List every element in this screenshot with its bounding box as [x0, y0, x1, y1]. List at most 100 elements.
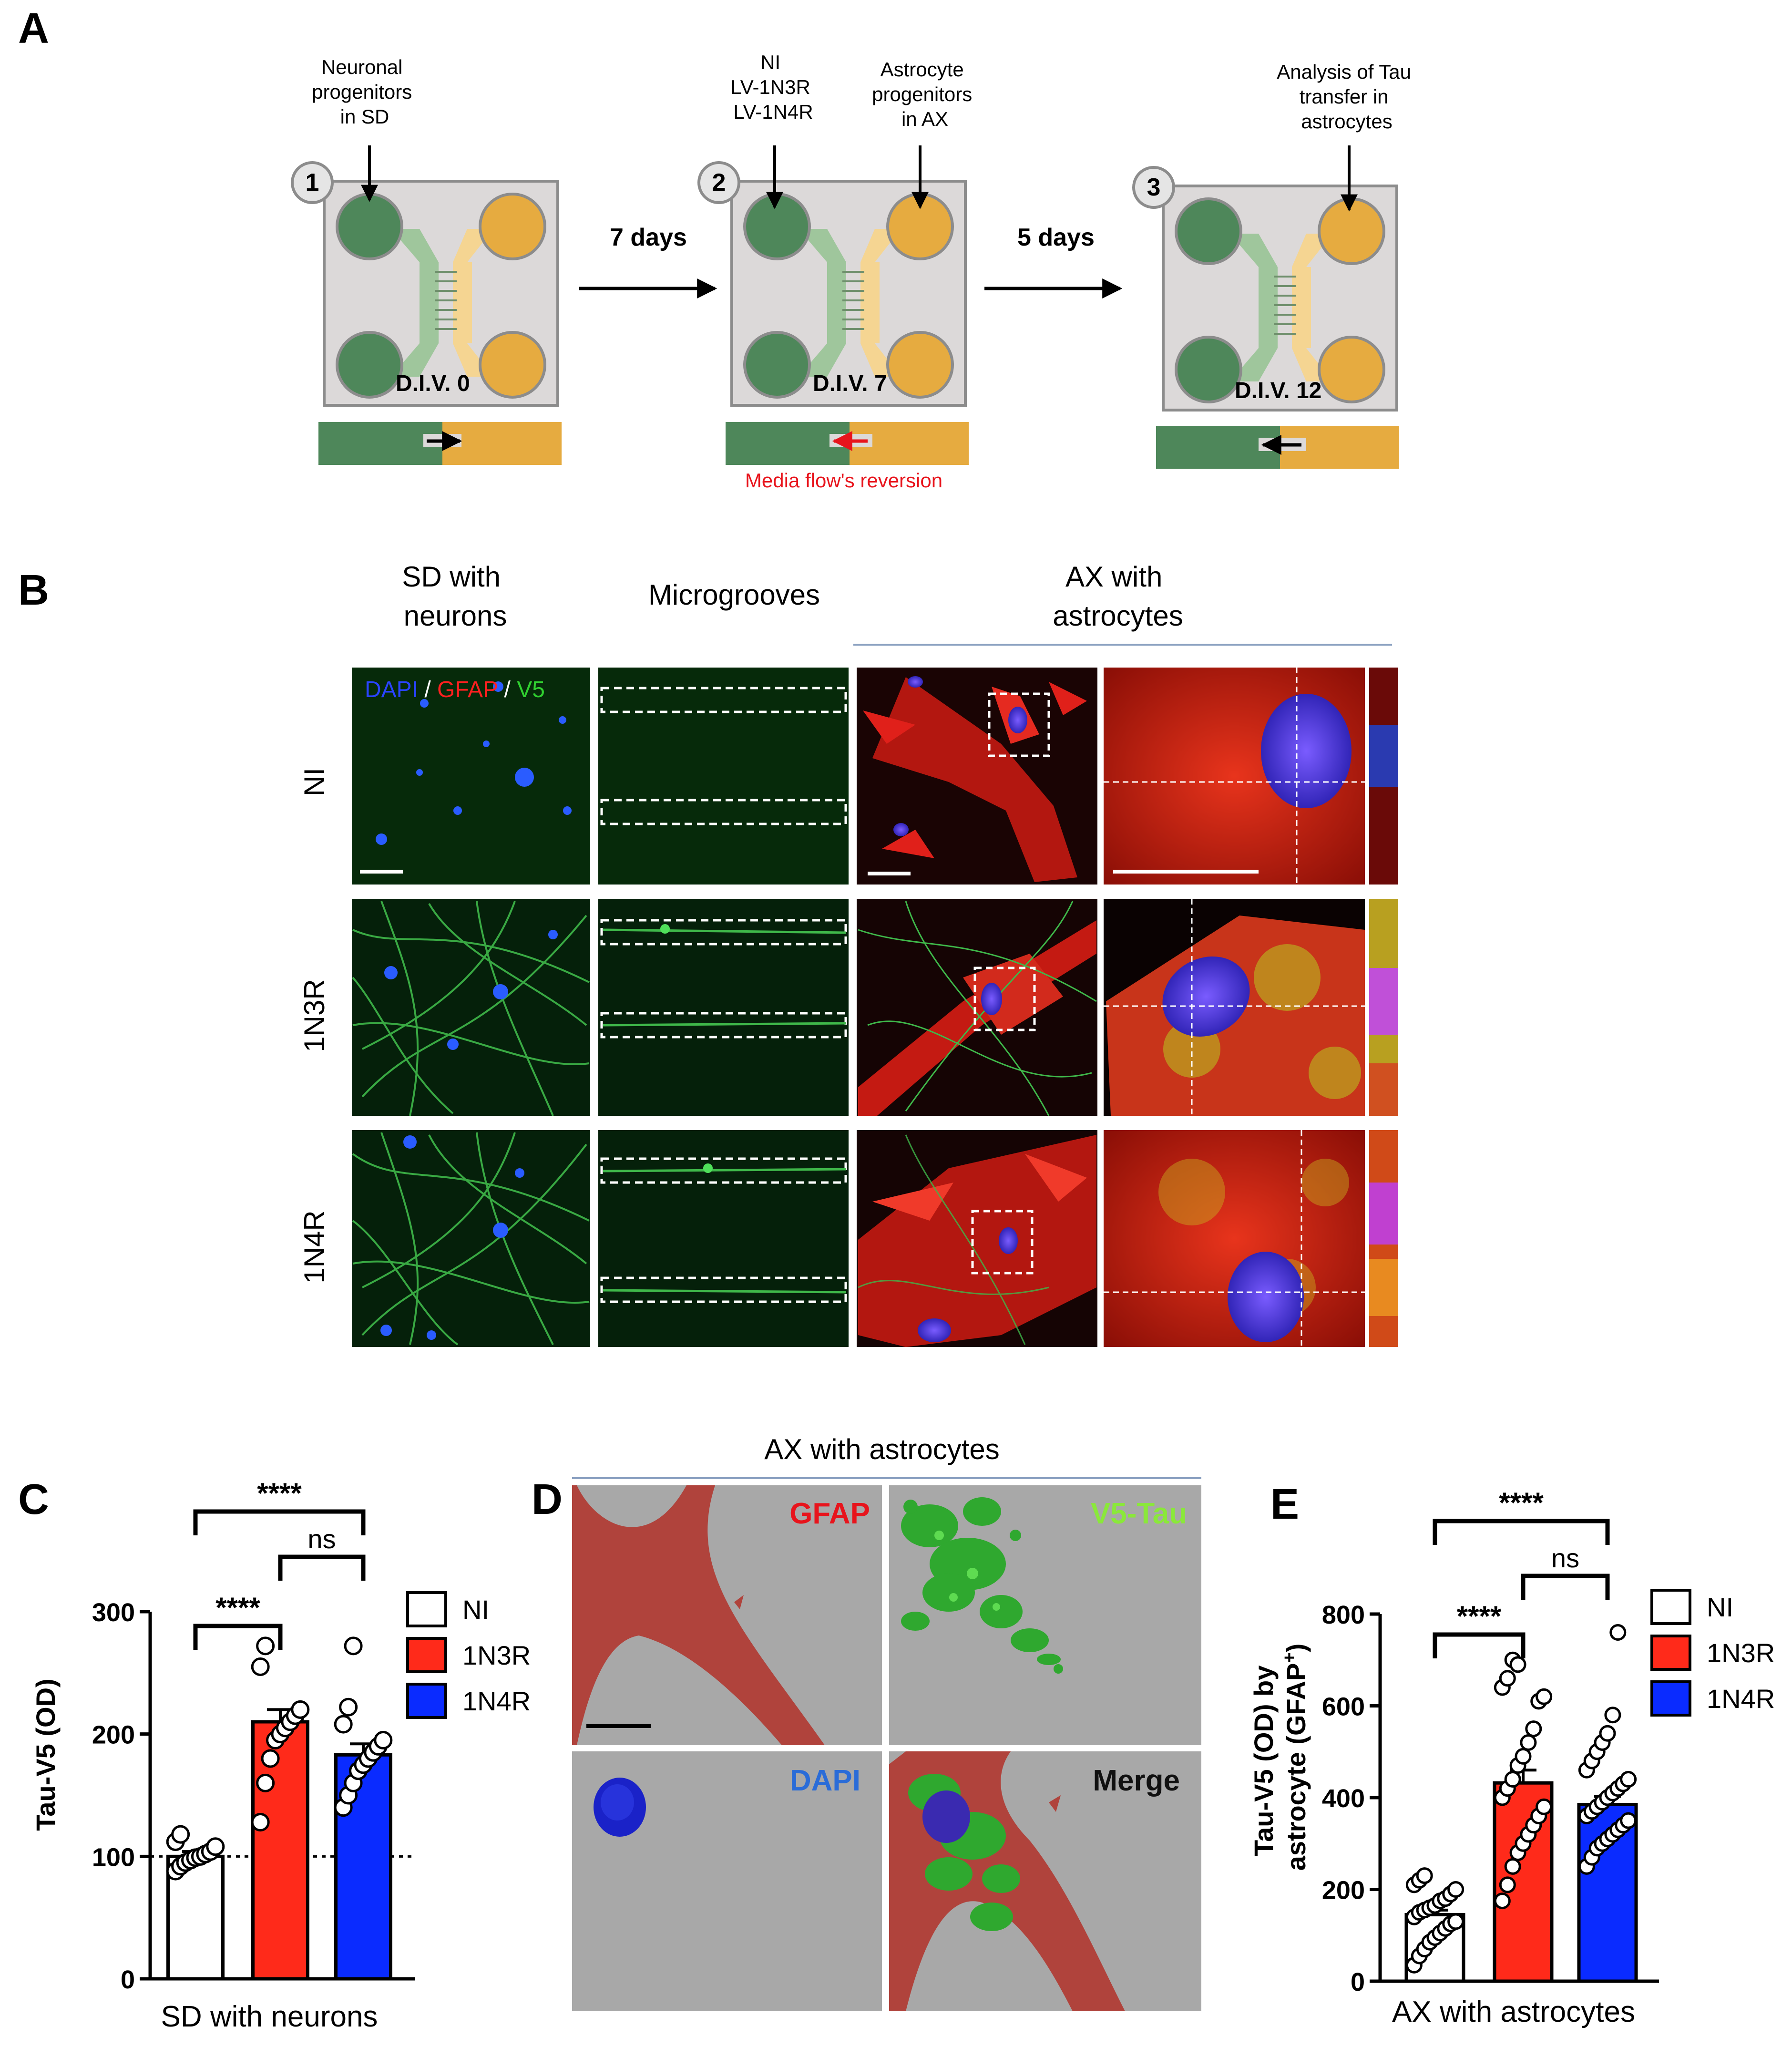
step-badge-2: 2 — [697, 161, 740, 204]
significance-label: **** — [257, 1477, 302, 1509]
data-point — [1525, 1720, 1542, 1738]
micrograph-ni-zoom — [1104, 668, 1365, 885]
row-label-1n4r: 1N4R — [298, 1210, 330, 1283]
device-step-1: D.I.V. 0 — [323, 180, 559, 407]
significance-label: ns — [307, 1524, 336, 1554]
data-point — [256, 1773, 275, 1792]
legend-swatch — [406, 1637, 447, 1673]
data-point — [1536, 1798, 1553, 1815]
data-point — [1416, 1867, 1433, 1884]
legend-label: 1N3R — [462, 1640, 531, 1670]
svg-text:2: 2 — [712, 169, 726, 196]
render-merge: Merge — [889, 1751, 1201, 2011]
data-point — [256, 1636, 275, 1656]
col-header-sd: SD with neurons — [402, 561, 508, 632]
row-label-ni: NI — [298, 768, 330, 796]
data-point — [1447, 1913, 1464, 1930]
significance-label: **** — [1457, 1600, 1502, 1632]
data-point — [339, 1697, 358, 1717]
data-point — [334, 1715, 353, 1734]
step2-right-label: Astrocyte progenitors in AX — [872, 58, 978, 130]
orthoview-ni — [1369, 668, 1398, 885]
chart-e-ylabel: Tau-V5 (OD) by astrocyte (GFAP+) — [1249, 1644, 1311, 1871]
data-point — [1520, 1734, 1537, 1751]
y-tick-label: 400 — [1322, 1784, 1365, 1813]
data-point — [374, 1731, 393, 1749]
y-tick-label: 0 — [121, 1965, 135, 1994]
svg-text:1: 1 — [306, 169, 319, 196]
flow-bar-1 — [318, 422, 562, 465]
legend-label: NI — [1707, 1592, 1733, 1622]
bar-1n3r — [251, 1720, 309, 1981]
chart-c-xlabel: SD with neurons — [161, 2000, 378, 2033]
legend-swatch — [406, 1591, 447, 1627]
y-tick-label: 200 — [1322, 1876, 1365, 1905]
panel-e-letter: E — [1270, 1481, 1299, 1528]
arrow1-label: 7 days — [610, 224, 687, 251]
significance-bracket — [1521, 1574, 1610, 1600]
data-point — [1620, 1771, 1637, 1788]
micrograph-1n3r-sd — [352, 899, 590, 1116]
div-label-3: D.I.V. 12 — [1235, 378, 1321, 403]
data-point — [1494, 1893, 1511, 1910]
div-label-2: D.I.V. 7 — [813, 371, 887, 396]
data-point — [251, 1657, 270, 1676]
panel-c-letter: C — [18, 1476, 49, 1523]
panel-b: B SD with neurons Microgrooves AX with a… — [18, 561, 1398, 1347]
micrograph-1n3r-zoom — [1104, 899, 1365, 1116]
flow-bar-3 — [1156, 426, 1399, 469]
data-point — [1499, 1876, 1516, 1893]
legend-label: 1N4R — [462, 1686, 531, 1716]
step3-label: Analysis of Tau transfer in astrocytes — [1277, 61, 1416, 133]
panel-a-letter: A — [18, 5, 49, 52]
significance-bracket — [193, 1509, 366, 1535]
label-gfap: GFAP — [789, 1497, 870, 1530]
data-point — [261, 1749, 280, 1768]
data-point — [1447, 1881, 1464, 1898]
data-point — [344, 1636, 363, 1656]
y-tick-label: 600 — [1322, 1693, 1365, 1721]
stain-legend: DAPI / GFAP / V5 — [365, 677, 545, 702]
micrograph-ni-microgrooves — [598, 668, 849, 885]
panel-a: A D.I.V. 0 1 Neuronal pro — [18, 5, 1416, 492]
panel-d-title: AX with astrocytes — [764, 1433, 1000, 1465]
chart-c-ylabel: Tau-V5 (OD) — [31, 1678, 61, 1831]
label-merge: Merge — [1093, 1764, 1180, 1797]
svg-text:3: 3 — [1147, 174, 1161, 201]
render-dapi: DAPI — [572, 1751, 882, 2011]
label-dapi: DAPI — [790, 1764, 860, 1797]
row-label-1n3r: 1N3R — [298, 979, 330, 1052]
data-point — [1509, 1656, 1526, 1673]
data-point — [206, 1837, 225, 1856]
legend-swatch — [1650, 1635, 1691, 1671]
step-badge-3: 3 — [1132, 166, 1175, 209]
data-point — [1536, 1688, 1553, 1705]
y-tick-label: 800 — [1322, 1601, 1365, 1629]
div-label-1: D.I.V. 0 — [396, 371, 470, 396]
micrograph-1n3r-ax — [857, 899, 1097, 1116]
y-tick-label: 100 — [92, 1843, 135, 1872]
data-point — [1504, 1858, 1521, 1875]
legend-swatch — [406, 1683, 447, 1719]
data-point — [1515, 1748, 1532, 1765]
orthoview-1n4r — [1369, 1130, 1398, 1347]
significance-label: ns — [1551, 1543, 1579, 1573]
micrograph-ni-sd: DAPI / GFAP / V5 — [352, 668, 590, 885]
data-point — [1504, 1771, 1521, 1788]
col-header-ax: AX with astrocytes — [1053, 561, 1183, 632]
device-step-3: D.I.V. 12 — [1162, 185, 1398, 411]
data-point — [1609, 1624, 1627, 1641]
step-badge-1: 1 — [291, 161, 334, 204]
significance-bracket — [193, 1624, 283, 1650]
micrograph-ni-ax — [857, 668, 1097, 885]
chart-e-xlabel: AX with astrocytes — [1392, 1996, 1635, 2028]
render-gfap: GFAP — [572, 1485, 882, 1745]
micrograph-1n3r-microgrooves — [598, 899, 849, 1116]
legend-swatch — [1650, 1680, 1691, 1717]
y-tick-label: 200 — [92, 1721, 135, 1749]
orthoview-1n3r — [1369, 899, 1398, 1116]
micrograph-1n4r-zoom — [1104, 1130, 1365, 1347]
